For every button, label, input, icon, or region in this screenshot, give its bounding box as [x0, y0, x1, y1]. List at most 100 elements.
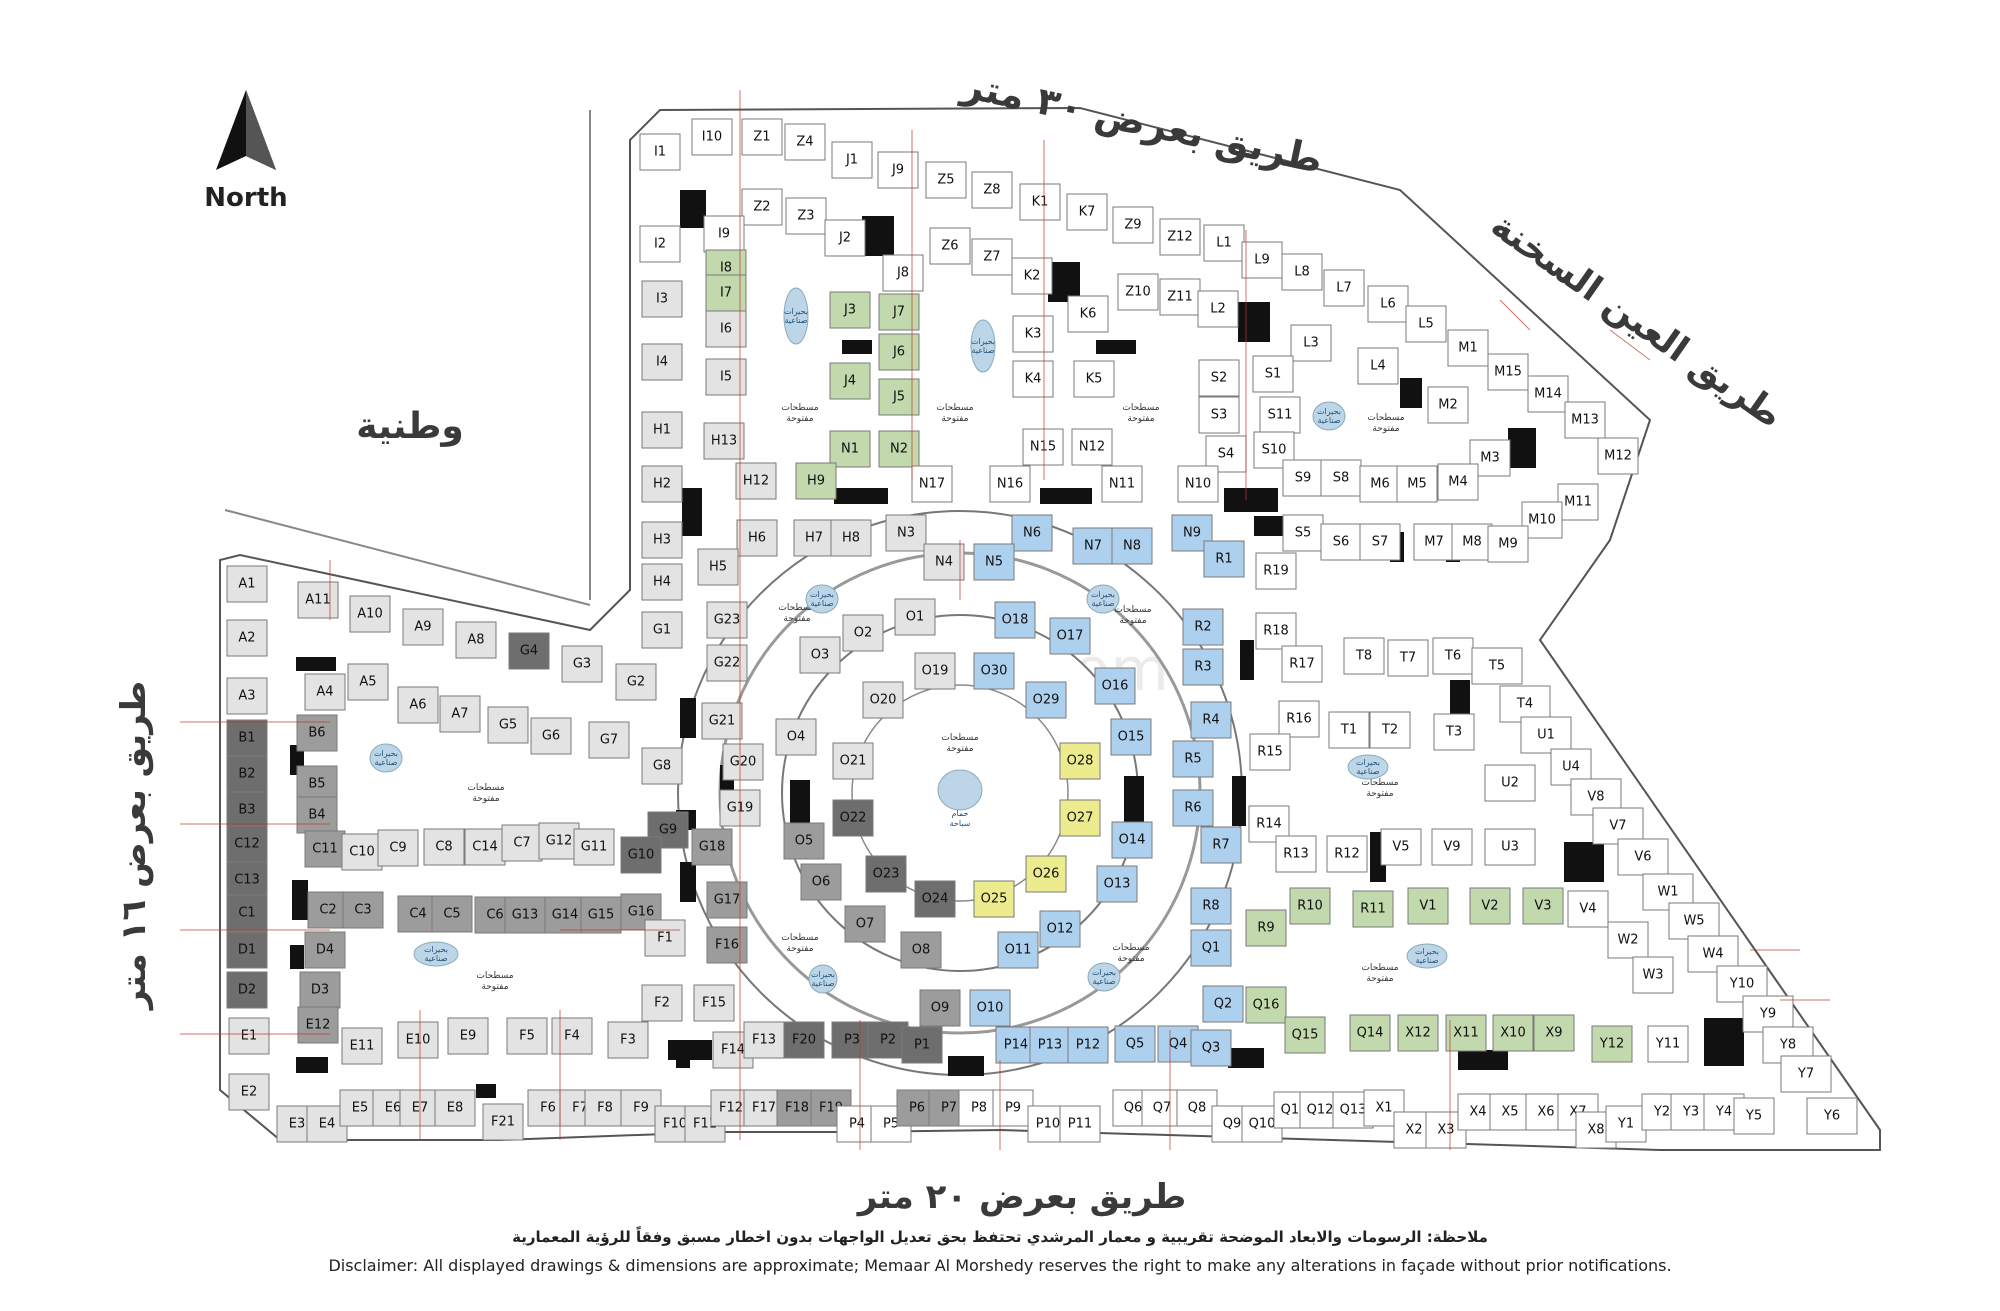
unit-o2[interactable]: O2 [842, 614, 884, 652]
unit-d1[interactable]: D1 [226, 931, 268, 969]
unit-v3[interactable]: V3 [1522, 887, 1564, 925]
unit-j9[interactable]: J9 [877, 151, 919, 189]
unit-c9[interactable]: C9 [377, 829, 419, 867]
unit-s8[interactable]: S8 [1320, 459, 1362, 497]
unit-o1[interactable]: O1 [894, 598, 936, 636]
unit-p14[interactable]: P14 [995, 1026, 1037, 1064]
unit-h1[interactable]: H1 [641, 411, 683, 449]
unit-n4[interactable]: N4 [923, 543, 965, 581]
unit-s6[interactable]: S6 [1320, 523, 1362, 561]
unit-f5[interactable]: F5 [506, 1017, 548, 1055]
unit-b2[interactable]: B2 [226, 755, 268, 793]
unit-z7[interactable]: Z7 [971, 238, 1013, 276]
unit-g12[interactable]: G12 [538, 822, 580, 860]
unit-o13[interactable]: O13 [1096, 865, 1138, 903]
unit-g22[interactable]: G22 [706, 644, 748, 682]
unit-s1[interactable]: S1 [1252, 355, 1294, 393]
unit-s2[interactable]: S2 [1198, 359, 1240, 397]
unit-t1[interactable]: T1 [1328, 711, 1370, 749]
unit-b6[interactable]: B6 [296, 714, 338, 752]
unit-h8[interactable]: H8 [830, 519, 872, 557]
unit-a1[interactable]: A1 [226, 565, 268, 603]
unit-r17[interactable]: R17 [1281, 645, 1323, 683]
unit-v9[interactable]: V9 [1431, 828, 1473, 866]
unit-q15[interactable]: Q15 [1284, 1016, 1326, 1054]
unit-m4[interactable]: M4 [1437, 463, 1479, 501]
unit-z11[interactable]: Z11 [1159, 278, 1201, 316]
unit-o21[interactable]: O21 [832, 742, 874, 780]
unit-g15[interactable]: G15 [580, 896, 622, 934]
unit-e12[interactable]: E12 [297, 1006, 339, 1044]
unit-o15[interactable]: O15 [1110, 718, 1152, 756]
unit-i5[interactable]: I5 [705, 358, 747, 396]
unit-h12[interactable]: H12 [735, 462, 777, 500]
unit-r16[interactable]: R16 [1278, 700, 1320, 738]
unit-z2[interactable]: Z2 [741, 188, 783, 226]
unit-e11[interactable]: E11 [341, 1027, 383, 1065]
unit-o23[interactable]: O23 [865, 855, 907, 893]
unit-k3[interactable]: K3 [1012, 315, 1054, 353]
unit-c13[interactable]: C13 [226, 861, 268, 899]
unit-g4[interactable]: G4 [508, 632, 550, 670]
unit-p2[interactable]: P2 [867, 1021, 909, 1059]
unit-x9[interactable]: X9 [1533, 1014, 1575, 1052]
unit-m12[interactable]: M12 [1597, 437, 1639, 475]
unit-l5[interactable]: L5 [1405, 305, 1447, 343]
unit-o25[interactable]: O25 [973, 880, 1015, 918]
unit-a2[interactable]: A2 [226, 619, 268, 657]
unit-z1[interactable]: Z1 [741, 118, 783, 156]
unit-x10[interactable]: X10 [1492, 1014, 1534, 1052]
unit-r15[interactable]: R15 [1249, 733, 1291, 771]
unit-f4[interactable]: F4 [551, 1017, 593, 1055]
unit-y7[interactable]: Y7 [1780, 1055, 1832, 1093]
unit-u3[interactable]: U3 [1484, 828, 1536, 866]
unit-g14[interactable]: G14 [544, 896, 586, 934]
unit-t7[interactable]: T7 [1387, 639, 1429, 677]
unit-w2[interactable]: W2 [1607, 921, 1649, 959]
unit-s5[interactable]: S5 [1282, 514, 1324, 552]
unit-r5[interactable]: R5 [1172, 740, 1214, 778]
unit-o24[interactable]: O24 [914, 880, 956, 918]
unit-o19[interactable]: O19 [914, 652, 956, 690]
unit-t2[interactable]: T2 [1369, 711, 1411, 749]
unit-m8[interactable]: M8 [1451, 523, 1493, 561]
unit-t8[interactable]: T8 [1343, 637, 1385, 675]
unit-m6[interactable]: M6 [1359, 465, 1401, 503]
unit-g17[interactable]: G17 [706, 881, 748, 919]
unit-r9[interactable]: R9 [1245, 909, 1287, 947]
unit-n12[interactable]: N12 [1071, 428, 1113, 466]
unit-o4[interactable]: O4 [775, 718, 817, 756]
unit-z5[interactable]: Z5 [925, 161, 967, 199]
unit-l8[interactable]: L8 [1281, 253, 1323, 291]
unit-r19[interactable]: R19 [1255, 552, 1297, 590]
unit-o8[interactable]: O8 [900, 931, 942, 969]
unit-q2[interactable]: Q2 [1202, 985, 1244, 1023]
unit-z12[interactable]: Z12 [1159, 218, 1201, 256]
unit-q5[interactable]: Q5 [1114, 1025, 1156, 1063]
unit-c10[interactable]: C10 [341, 833, 383, 871]
unit-k5[interactable]: K5 [1073, 360, 1115, 398]
unit-k7[interactable]: K7 [1066, 193, 1108, 231]
unit-g21[interactable]: G21 [701, 702, 743, 740]
unit-b1[interactable]: B1 [226, 719, 268, 757]
unit-f13[interactable]: F13 [743, 1021, 785, 1059]
unit-o26[interactable]: O26 [1025, 855, 1067, 893]
unit-x11[interactable]: X11 [1445, 1014, 1487, 1052]
unit-h4[interactable]: H4 [641, 563, 683, 601]
unit-o11[interactable]: O11 [997, 931, 1039, 969]
unit-s10[interactable]: S10 [1253, 431, 1295, 469]
unit-p4[interactable]: P4 [836, 1105, 878, 1143]
unit-o5[interactable]: O5 [783, 822, 825, 860]
unit-i3[interactable]: I3 [641, 280, 683, 318]
unit-f8[interactable]: F8 [584, 1089, 626, 1127]
unit-g13[interactable]: G13 [504, 896, 546, 934]
unit-w5[interactable]: W5 [1668, 902, 1720, 940]
unit-o27[interactable]: O27 [1059, 799, 1101, 837]
unit-x6[interactable]: X6 [1525, 1093, 1567, 1131]
unit-y9[interactable]: Y9 [1742, 995, 1794, 1033]
unit-o12[interactable]: O12 [1039, 910, 1081, 948]
unit-r8[interactable]: R8 [1190, 887, 1232, 925]
unit-k4[interactable]: K4 [1012, 360, 1054, 398]
unit-m10[interactable]: M10 [1521, 501, 1563, 539]
unit-j5[interactable]: J5 [878, 378, 920, 416]
